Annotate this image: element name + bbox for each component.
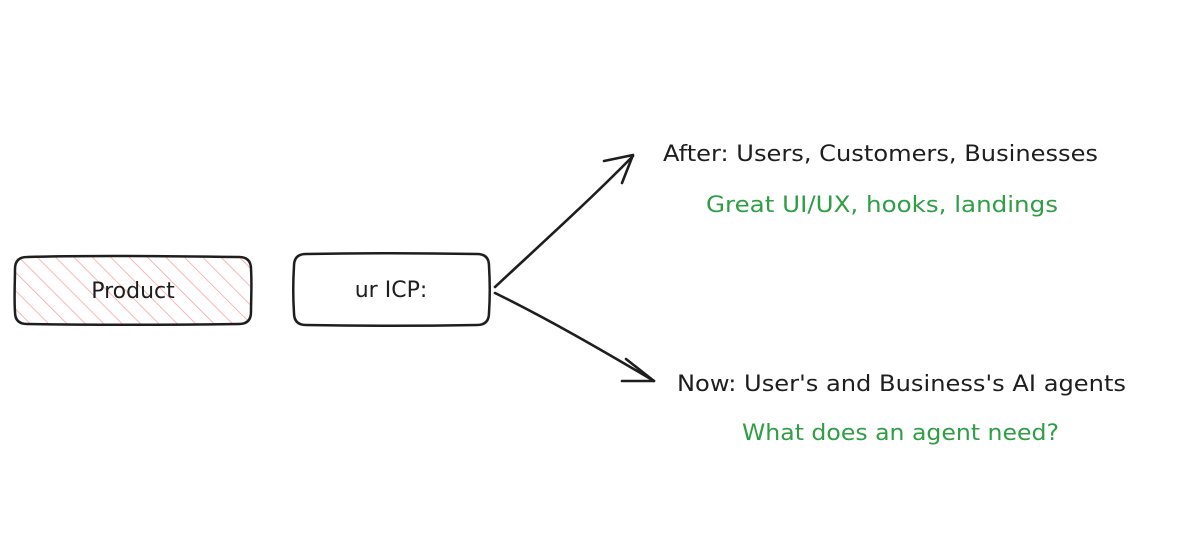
- product-box-outline: [13, 254, 253, 326]
- now-branch: Now: User's and Business's AI agents Wha…: [677, 372, 1126, 446]
- product-box-fill: [15, 256, 251, 324]
- now-title: Now: User's and Business's AI agents: [677, 372, 1126, 397]
- after-note: Great UI/UX, hooks, landings: [706, 193, 1058, 218]
- arrow-to-now-shaft: [493, 291, 656, 383]
- after-title: After: Users, Customers, Businesses: [663, 142, 1098, 167]
- now-note: What does an agent need?: [742, 421, 1059, 446]
- arrow-to-after-head: [602, 153, 635, 185]
- icp-label: ur ICP:: [355, 278, 428, 303]
- product-label: Product: [91, 279, 175, 304]
- arrow-to-after-shaft: [493, 154, 635, 289]
- icp-node: ur ICP:: [292, 252, 491, 327]
- after-branch: After: Users, Customers, Businesses Grea…: [663, 142, 1098, 218]
- product-node: Product: [13, 254, 253, 326]
- icp-box-outline: [292, 252, 491, 327]
- arrow-to-now: [493, 291, 656, 383]
- arrow-to-now-head: [620, 357, 656, 383]
- arrow-to-after: [493, 153, 635, 289]
